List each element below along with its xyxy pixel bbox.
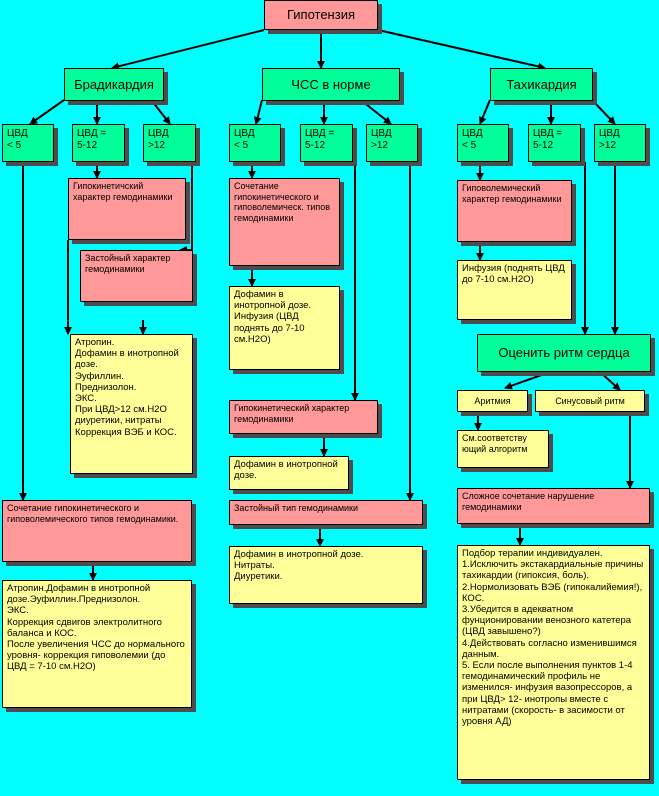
brady-cvd-mid: ЦВД = 5-12 [72,124,125,162]
sinus-rhythm-box: Синусовый ритм [535,390,645,412]
hypotension-title: Гипотензия [264,0,378,30]
brady-combined-treatment-box: Атропин.Дофамин в инотропной дозе.Эуфилл… [2,580,192,708]
brady-treatment-box: Атропин. Дофамин в инотропной дозе. Эуфи… [70,334,193,474]
normal-combined-box: Сочетание гипокинетического и гиповолеми… [229,178,340,266]
tachy-infusion-box: Инфузия (поднять ЦВД до 7-10 см.Н2О) [457,260,572,320]
normal-hr-node: ЧСС в норме [262,68,400,101]
normal-hypokinetic-box: Гипокинетический характер гемодинамики [229,400,378,434]
tachy-cvd-gt12: ЦВД >12 [594,124,646,162]
arrhythmia-box: Аритмия [457,390,528,412]
complex-hemodynamics-box: Сложное сочетание нарушение гемодинамики [457,488,650,524]
tachycardia-node: Тахикардия [490,68,593,101]
normal-cvd-gt12: ЦВД >12 [366,124,418,162]
normal-cvd-mid: ЦВД = 5-12 [300,124,353,162]
tachy-cvd-mid: ЦВД = 5-12 [528,124,581,162]
assess-rhythm-box: Оценить ритм сердца [477,334,651,372]
normal-hypokinetic-treatment-box: Дофамин в инотропной дозе. [229,456,349,490]
normal-combined-treatment-box: Дофамин в инотропной дозе. Инфузия (ЦВД … [229,286,340,370]
tachy-hypovolemic-box: Гиповолемический характер гемодинамики [457,180,572,242]
individual-therapy-box: Подбор терапии индивидуален. 1.Исключить… [457,545,650,780]
normal-congestive-box: Застойный тип гемодинамики [229,500,423,525]
tachy-cvd-lt5: ЦВД < 5 [457,124,509,162]
brady-combined-box: Сочетание гипокинетического и гиповолеми… [2,500,192,562]
bradycardia-node: Брадикардия [64,68,164,101]
brady-cvd-gt12: ЦВД >12 [143,124,196,162]
normal-cvd-lt5: ЦВД < 5 [229,124,281,162]
algorithm-box: См.соответству ющий алгоритм [457,430,549,468]
brady-hypokinetic-box: Гипокинетичский характер гемодинамики [68,178,186,240]
brady-cvd-lt5: ЦВД < 5 [2,124,54,162]
brady-congestive-box: Застойный характер гемодинамики [80,250,193,302]
normal-congestive-treatment-box: Дофамин в инотропной дозе. Нитраты. Диур… [229,546,423,604]
